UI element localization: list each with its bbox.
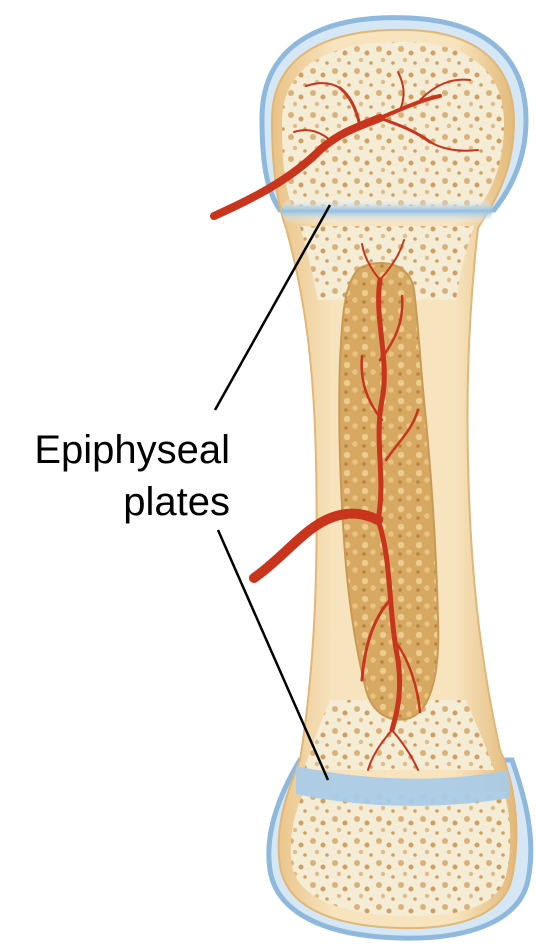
label-line-2: plates: [34, 476, 230, 528]
distal-epiphysis: [291, 792, 511, 916]
label-line-1: Epiphyseal: [34, 424, 230, 476]
epiphyseal-plate-proximal: [282, 198, 492, 224]
epiphyseal-plates-label: Epiphyseal plates: [34, 424, 230, 528]
